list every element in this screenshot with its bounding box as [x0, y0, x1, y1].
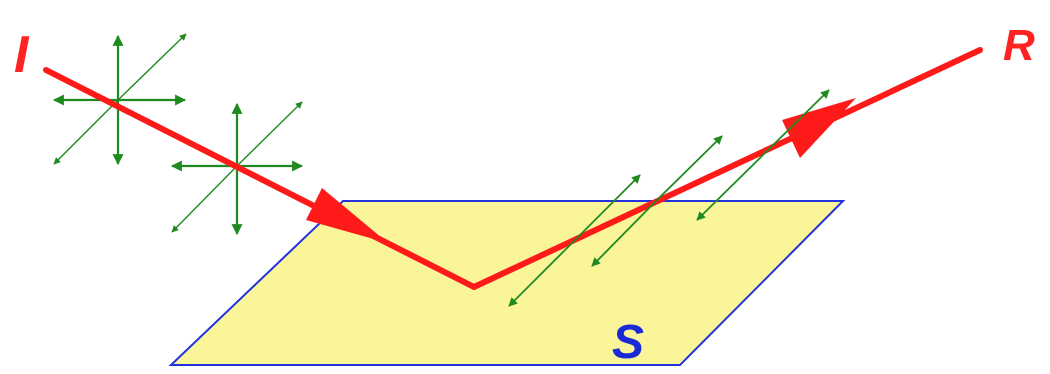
incident-polarization-symbol-2	[170, 101, 304, 236]
reflecting-surface-plane	[168, 200, 846, 366]
polarization-arrow-1	[576, 174, 641, 239]
incident-ray	[43, 67, 477, 290]
polarization-arrow-2	[656, 135, 723, 201]
reflected-ray-label: R	[1003, 21, 1035, 70]
reflected-polarization-arrows	[508, 89, 830, 307]
reflected-ray	[471, 47, 983, 290]
surface-label: S	[612, 316, 644, 369]
polarization-arrow-3	[764, 89, 830, 154]
incident-ray-label: I	[14, 26, 30, 84]
incident-ray-arrowhead	[306, 188, 388, 243]
reflected-ray-arrowhead	[782, 98, 856, 158]
incident-polarization-symbol-1	[52, 33, 187, 166]
